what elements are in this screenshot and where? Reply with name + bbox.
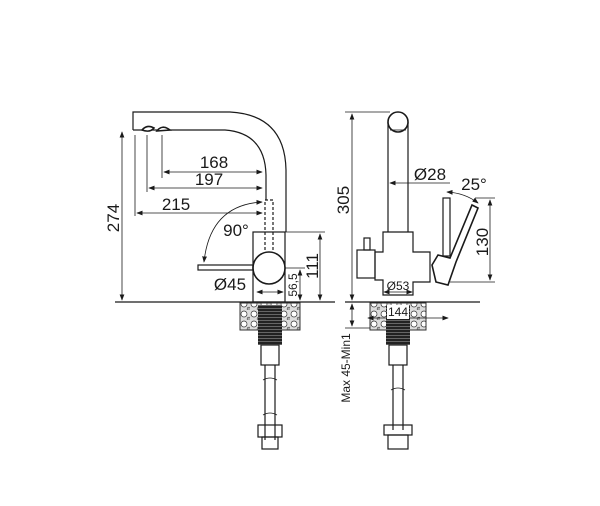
dim-144: 144 <box>388 305 408 319</box>
dim-countertop-thickness: Max 45-Min1 <box>339 333 353 403</box>
dim-130: 130 <box>473 228 492 256</box>
dim-197: 197 <box>195 170 223 189</box>
side-dimensions: 274 168 197 215 90° Ø45 56,5 111 <box>104 131 325 301</box>
lever-tilted <box>431 203 480 286</box>
dim-111: 111 <box>303 253 322 279</box>
filter-tap <box>356 249 376 279</box>
side-view: 274 168 197 215 90° Ø45 56,5 111 <box>104 111 335 450</box>
front-mounting <box>369 302 427 450</box>
dim-25-deg: 25° <box>461 175 487 194</box>
front-spout <box>387 111 409 232</box>
mounting <box>239 302 301 450</box>
dim-274: 274 <box>104 204 123 232</box>
dim-90-deg: 90° <box>223 221 249 240</box>
lever-upright <box>442 197 451 257</box>
aerator <box>155 126 173 132</box>
front-dimensions: 305 Ø28 25° 130 Ø53 144 Max 45-Min1 <box>334 111 495 403</box>
dim-d45: Ø45 <box>214 275 246 294</box>
spout <box>132 111 287 263</box>
lever <box>197 264 254 271</box>
front-view: 305 Ø28 25° 130 Ø53 144 Max 45-Min1 <box>334 111 495 450</box>
spray-head <box>140 125 156 132</box>
dim-305: 305 <box>334 186 353 214</box>
front-body <box>345 197 480 303</box>
dim-56-5: 56,5 <box>286 273 300 297</box>
dim-d53: Ø53 <box>387 279 410 293</box>
dim-215: 215 <box>162 195 190 214</box>
dim-d28: Ø28 <box>414 165 446 184</box>
dim-168: 168 <box>200 153 228 172</box>
